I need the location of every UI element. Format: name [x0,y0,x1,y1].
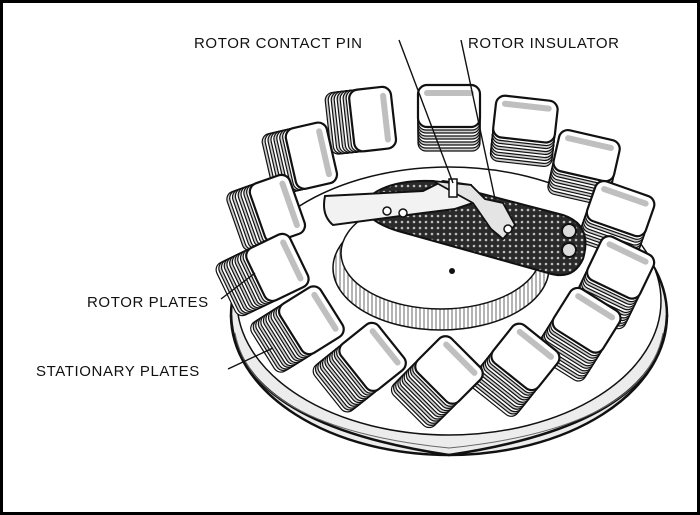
leader-lines [220,39,496,370]
rotor-assembly [323,178,587,277]
label-rotor-contact-pin: ROTOR CONTACT PIN [194,35,363,52]
mounting-screw-icon [561,242,577,258]
plate-face [245,232,310,303]
plate-stack [215,232,310,317]
plate-highlight [369,328,401,366]
plate-stack [390,335,484,429]
label-rotor-insulator: ROTOR INSULATOR [468,35,620,52]
plate-ring [215,83,656,429]
plate-face [414,335,484,405]
plate-face [348,85,398,153]
plate-highlight [316,128,332,178]
plate-stack [226,173,307,252]
plate-stack [489,94,559,168]
rotor-bracket [432,180,517,241]
plate-highlight [424,90,474,96]
plate-highlight [280,239,304,282]
plate-stack [250,285,345,373]
plate-highlight [601,186,649,207]
capacitor-diagram: ROTOR CONTACT PIN ROTOR INSULATOR ROTOR … [36,35,669,457]
plate-stack [416,83,482,152]
rotor-contact-pin [448,178,458,198]
plate-face [338,321,407,392]
plate-face [585,235,656,300]
plate-highlight [501,100,552,112]
plate-face [585,179,656,238]
plate-face [551,286,622,354]
plate-stack [324,85,398,155]
plate-face [277,285,345,356]
plate-highlight [606,241,649,265]
plate-face [552,128,621,183]
label-rotor-plates: ROTOR PLATES [87,294,209,311]
plate-face [492,94,559,144]
plate-highlight [380,92,391,143]
plate-highlight [516,328,555,360]
plate-stack [469,322,561,417]
leader-insulator [460,39,496,200]
plate-stack [578,179,656,260]
plate-highlight [443,341,478,376]
leader-contact-pin [398,39,454,184]
leader-stationary-plates [227,347,274,370]
mounting-screw-icon [561,223,577,239]
plate-highlight [565,135,614,151]
plate-highlight [311,291,339,332]
plate-highlight [575,293,616,321]
label-stationary-plates: STATIONARY PLATES [36,363,200,380]
hub-screw [449,268,455,274]
plate-face [490,322,561,392]
plate-highlight [279,180,300,229]
plate-face [284,121,339,190]
leader-rotor-plates [220,272,256,300]
plate-stack [312,321,407,413]
